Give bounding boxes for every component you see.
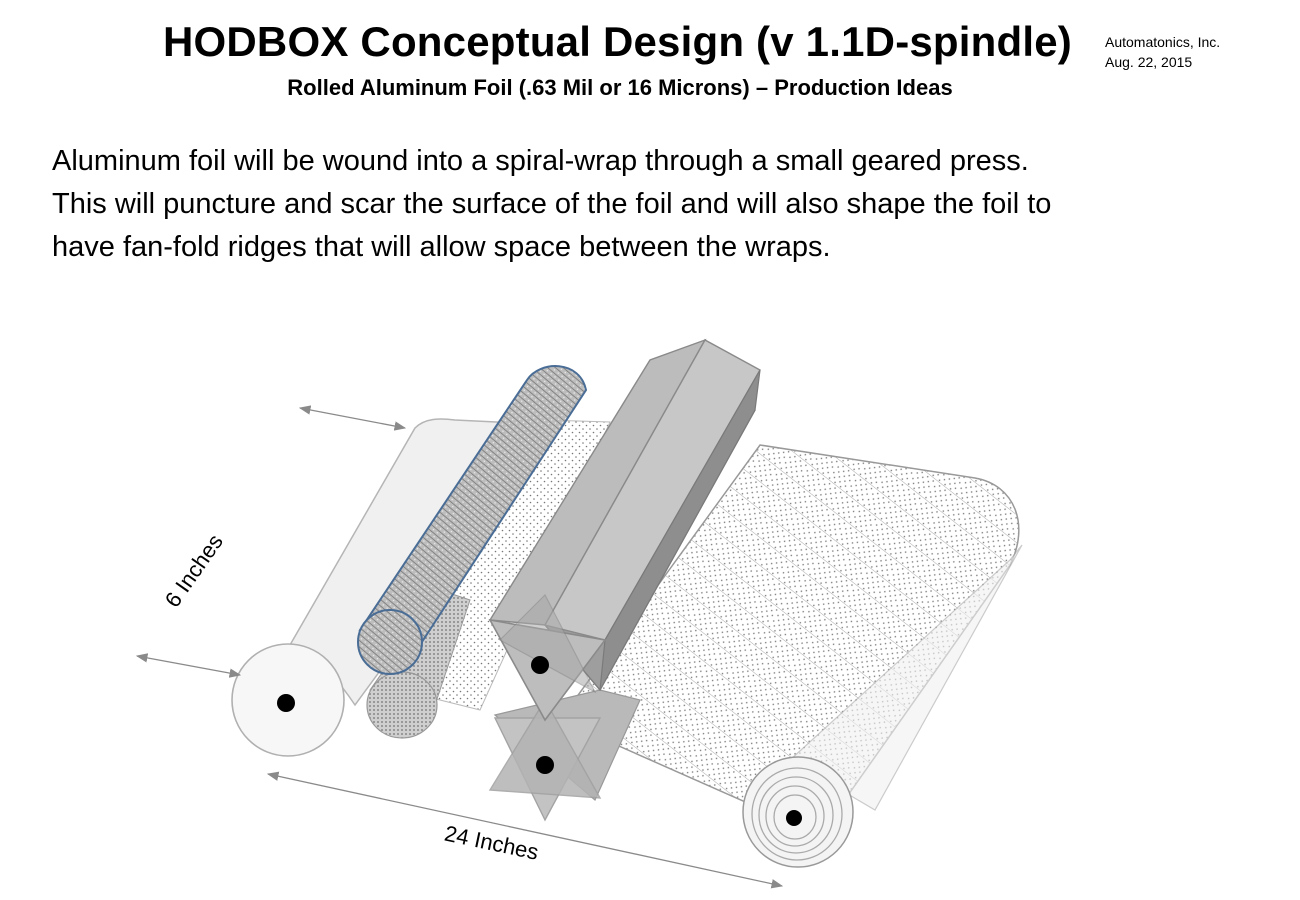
page-subtitle: Rolled Aluminum Foil (.63 Mil or 16 Micr… (287, 75, 953, 100)
intro-line: have fan-fold ridges that will allow spa… (52, 231, 831, 263)
intro-line: Aluminum foil will be wound into a spira… (52, 145, 1029, 177)
upper-fold-gear (488, 338, 761, 722)
intro-line: This will puncture and scar the surface … (52, 188, 1052, 220)
company-name: Automatonics, Inc. (1105, 34, 1221, 50)
document-date: Aug. 22, 2015 (1105, 54, 1193, 70)
width-dimension-label: 6 Inches (160, 529, 228, 611)
length-dimension-label: 24 Inches (442, 821, 541, 865)
page-title: HODBOX Conceptual Design (v 1.1D-spindle… (163, 18, 1072, 65)
lower-fold-gear (488, 689, 641, 822)
intro-paragraph: Aluminum foil will be wound into a spira… (52, 140, 1252, 269)
author-block: Automatonics, Inc. Aug. 22, 2015 (1105, 32, 1220, 72)
puncture-roller (357, 365, 588, 675)
